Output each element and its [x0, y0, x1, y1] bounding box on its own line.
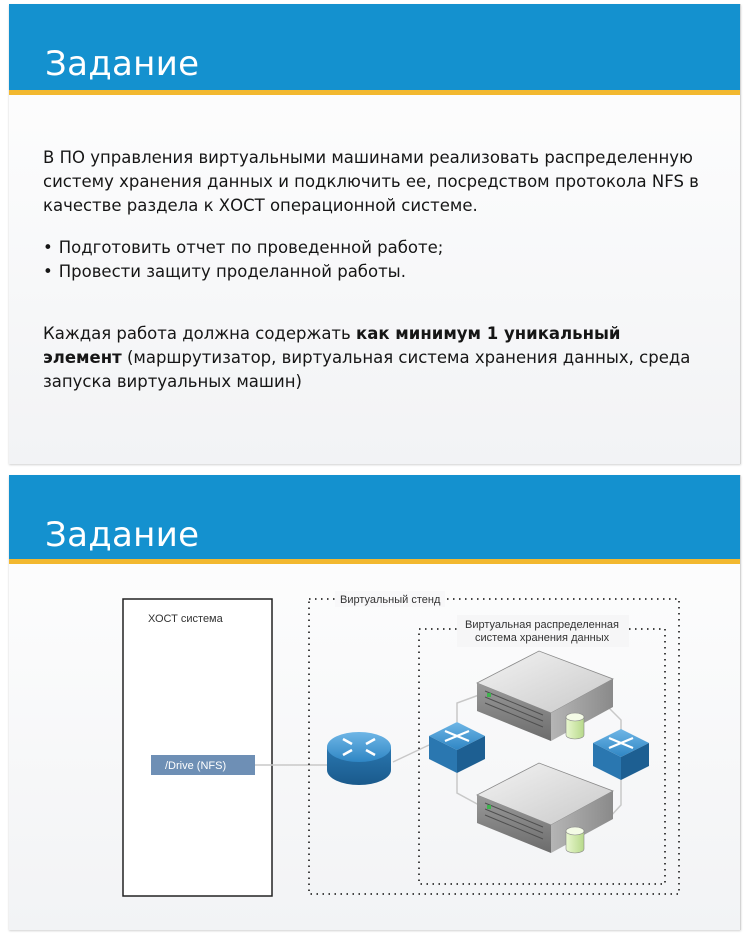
virtual-stand-label: Виртуальный стенд [340, 594, 441, 606]
host-system-box: ХОСТ система /Drive (NFS) [122, 598, 273, 897]
bullet-defense: Провести защиту проделанной работы. [43, 260, 703, 284]
drive-nfs-box [151, 755, 255, 775]
switch-icon-left [429, 722, 485, 773]
slide-1-body: В ПО управления виртуальными машинами ре… [43, 146, 703, 394]
slide-2-header: Задание [9, 475, 740, 564]
slide-1-header: Задание [9, 4, 740, 95]
virtual-stand-region: Виртуальный стенд [308, 591, 680, 895]
network-diagram: ХОСТ система /Drive (NFS) Виртуальный ст… [122, 591, 680, 897]
server-icon-bottom [476, 762, 614, 853]
switch-icon-right [593, 729, 649, 780]
disk-icon-bottom [565, 826, 585, 854]
disk-icon-top [565, 712, 585, 740]
server-icon-top [476, 650, 614, 741]
router-icon [327, 732, 391, 785]
storage-label-line2: система хранения данных [475, 632, 610, 644]
requirement-paragraph: Каждая работа должна содержать как миним… [43, 322, 703, 394]
requirement-bold: как минимум 1 уникальный элемент [43, 324, 621, 367]
bullet-report: Подготовить отчет по проведенной работе; [43, 236, 703, 260]
host-system-label: ХОСТ система [148, 613, 224, 625]
storage-label-line1: Виртуальная распределенная [465, 619, 619, 631]
slide-1-title: Задание [45, 44, 200, 84]
requirement-suffix: (маршрутизатор, виртуальная система хран… [43, 348, 691, 391]
slide-1: Задание В ПО управления виртуальными маш… [9, 4, 741, 464]
requirement-prefix: Каждая работа должна содержать [43, 324, 357, 343]
distributed-storage-region: Виртуальная распределенная система хране… [418, 615, 666, 885]
drive-nfs-label: /Drive (NFS) [165, 760, 226, 772]
task-bullet-list: Подготовить отчет по проведенной работе;… [43, 236, 703, 284]
task-paragraph: В ПО управления виртуальными машинами ре… [43, 148, 699, 215]
slide-2-title: Задание [45, 515, 200, 555]
slide-2: Задание [9, 475, 741, 930]
